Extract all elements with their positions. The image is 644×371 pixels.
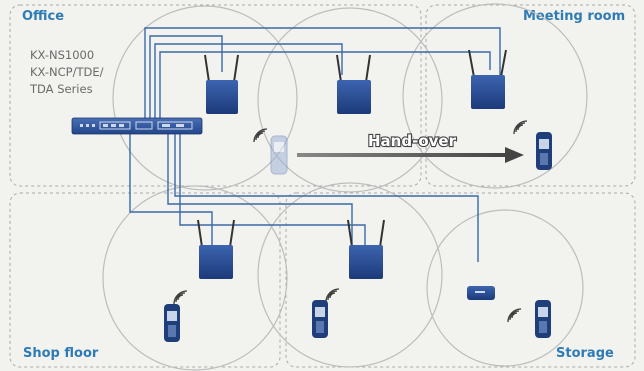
wifi-icon (325, 288, 340, 303)
pbx-model-line-1: KX-NS1000 (30, 48, 95, 62)
pbx-model-line-3: TDA Series (30, 82, 93, 96)
antenna-unit-office-2 (336, 54, 371, 114)
coverage-circle-storage-2 (426, 209, 584, 367)
zone-office (9, 4, 422, 187)
wifi-icon (513, 120, 528, 135)
coverage-circle-storage-1 (257, 182, 443, 368)
handset-storage-1 (312, 300, 328, 338)
coverage-circle-office-2 (257, 7, 443, 193)
coverage-circle-office-1 (112, 5, 298, 191)
zone-storage (285, 192, 636, 368)
handover-label: Hand-over (368, 132, 457, 150)
antenna-unit-shop (197, 219, 235, 279)
zone-label-office: Office (22, 9, 65, 24)
coverage-circle-meeting (402, 3, 588, 189)
handover-arrow (297, 147, 524, 163)
antenna-unit-office-1 (204, 54, 239, 114)
handset-storage-2 (535, 300, 551, 338)
antenna-unit-meeting (468, 49, 507, 109)
pbx-model-line-2: KX-NCP/TDE/ (30, 65, 104, 79)
wifi-icon (173, 290, 188, 305)
repeater-unit-storage (467, 286, 495, 300)
handset-office-ghost (270, 135, 288, 175)
pbx-unit (71, 117, 203, 135)
handset-shop (164, 304, 180, 342)
zone-label-storage: Storage (556, 346, 614, 361)
handset-meeting (536, 132, 552, 170)
zone-meeting-room (425, 4, 636, 187)
zone-label-meeting-room: Meeting room (523, 9, 626, 24)
wifi-icon (507, 308, 522, 323)
antenna-unit-storage (347, 219, 385, 279)
zone-label-shop-floor: Shop floor (23, 346, 99, 361)
zone-shop-floor (9, 192, 281, 368)
coverage-circle-shop (102, 185, 288, 371)
